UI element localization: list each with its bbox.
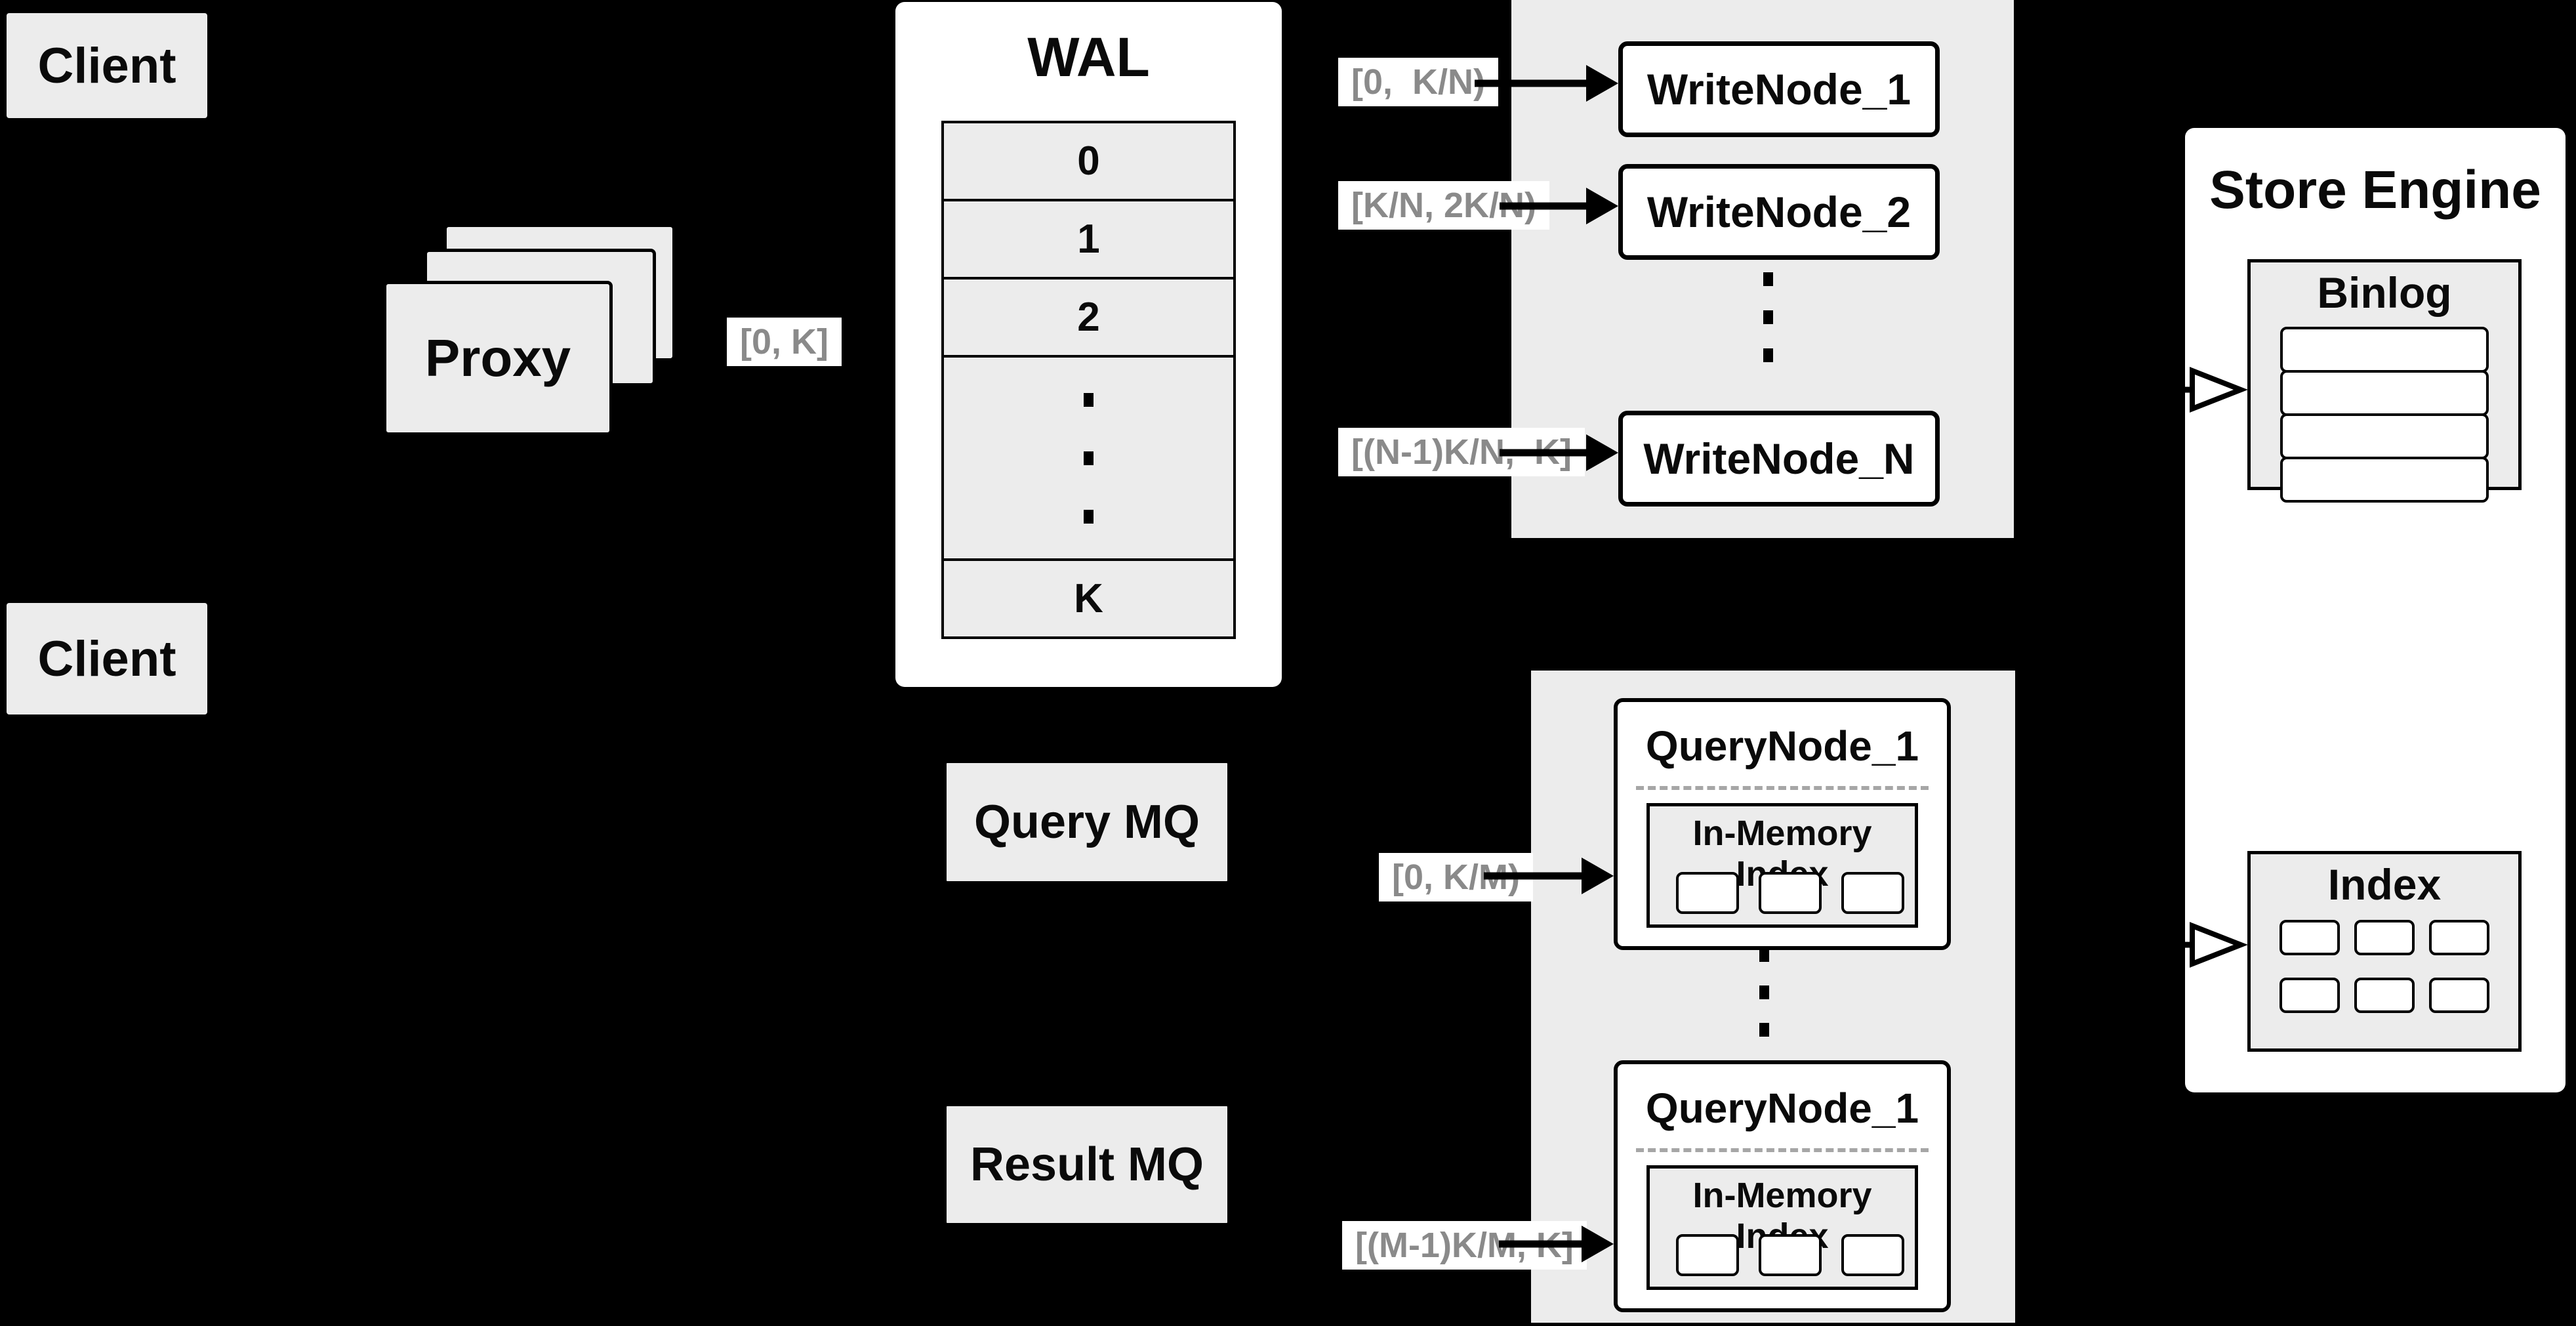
writenode-n-box: WriteNode_N (1618, 411, 1940, 507)
arrow-to-querynode-1 (1484, 858, 1614, 894)
proxy-label: Proxy (424, 329, 571, 387)
memory-cell (1676, 872, 1739, 914)
index-cell (2354, 978, 2415, 1013)
wal-title: WAL (1027, 26, 1150, 88)
result-mq-box: Result MQ (945, 1104, 1229, 1225)
wal-row-0-label: 0 (1077, 138, 1100, 184)
writenode-2-label: WriteNode_2 (1646, 188, 1912, 236)
writenode-n-label: WriteNode_N (1643, 434, 1915, 483)
querynode-1-memory-cells (1676, 872, 1904, 914)
arrow-to-writenode-1 (1475, 65, 1618, 102)
querynode-2-divider (1636, 1148, 1929, 1152)
writenode-1-box: WriteNode_1 (1618, 41, 1940, 137)
index-cell (2280, 978, 2340, 1013)
querynode-1-divider (1636, 786, 1929, 790)
index-title: Index (2327, 860, 2442, 909)
wal-row-ellipsis (941, 355, 1236, 561)
binlog-row (2280, 457, 2489, 503)
index-cell (2429, 920, 2489, 955)
client-top-label: Client (37, 37, 176, 94)
binlog-rows (2280, 327, 2489, 503)
writenode-2-box: WriteNode_2 (1618, 164, 1940, 260)
store-engine-panel: Store Engine Binlog Index (2185, 128, 2566, 1092)
client-top-box: Client (7, 13, 207, 118)
querynode-2-box: QueryNode_1 In-Memory Index (1614, 1060, 1951, 1312)
binlog-row (2280, 370, 2489, 416)
proxy-box: Proxy (383, 281, 613, 436)
querynode-1-label: QueryNode_1 (1645, 722, 1919, 770)
memory-cell (1841, 1234, 1904, 1276)
query-mq-label: Query MQ (973, 796, 1200, 848)
query-mq-box: Query MQ (945, 761, 1229, 883)
arrow-to-writenode-n (1500, 434, 1618, 471)
wal-ellipsis-dots-icon (1084, 392, 1094, 524)
binlog-title: Binlog (2317, 268, 2452, 317)
querynode-2-memory-cells (1676, 1234, 1904, 1276)
memory-cell (1759, 1234, 1822, 1276)
wal-row-1-label: 1 (1077, 217, 1100, 262)
binlog-row (2280, 413, 2489, 459)
writenode-ellipsis-dots-icon (1763, 272, 1773, 362)
arrow-to-binlog (2125, 367, 2248, 413)
writenode-1-label: WriteNode_1 (1646, 65, 1912, 114)
arrow-to-index (2125, 922, 2248, 968)
querynode-2-label: QueryNode_1 (1645, 1085, 1919, 1132)
index-cell (2354, 920, 2415, 955)
wal-row-1: 1 (941, 199, 1236, 280)
querynode-ellipsis-dots-icon (1759, 948, 1769, 1037)
wal-row-2-label: 2 (1077, 295, 1100, 340)
wal-table: 0 1 2 K (941, 121, 1236, 639)
client-bottom-box: Client (7, 603, 207, 715)
wal-panel: WAL 0 1 2 K (895, 2, 1282, 687)
proxy-range-label: [0, K] (727, 318, 842, 366)
arrow-to-writenode-2 (1500, 188, 1618, 224)
binlog-row (2280, 327, 2489, 373)
memory-cell (1759, 872, 1822, 914)
arrow-to-querynode-2 (1499, 1226, 1614, 1262)
index-cells (2280, 920, 2489, 1013)
querynode-1-box: QueryNode_1 In-Memory Index (1614, 698, 1951, 950)
memory-cell (1676, 1234, 1739, 1276)
index-cell (2280, 920, 2340, 955)
querynode-1-memory-index-box: In-Memory Index (1646, 803, 1918, 928)
wal-row-k-label: K (1074, 576, 1103, 621)
querynode-2-memory-index-box: In-Memory Index (1646, 1165, 1918, 1290)
wal-row-k: K (941, 558, 1236, 639)
index-cell (2429, 978, 2489, 1013)
binlog-box: Binlog (2247, 259, 2522, 503)
client-bottom-label: Client (37, 631, 176, 687)
result-mq-label: Result MQ (970, 1138, 1204, 1191)
wal-row-2: 2 (941, 277, 1236, 358)
index-box: Index (2247, 851, 2522, 1052)
memory-cell (1841, 872, 1904, 914)
writenode-1-range-label: [0, K/N) (1338, 58, 1499, 106)
store-engine-title: Store Engine (2209, 160, 2541, 220)
wal-row-0: 0 (941, 121, 1236, 201)
